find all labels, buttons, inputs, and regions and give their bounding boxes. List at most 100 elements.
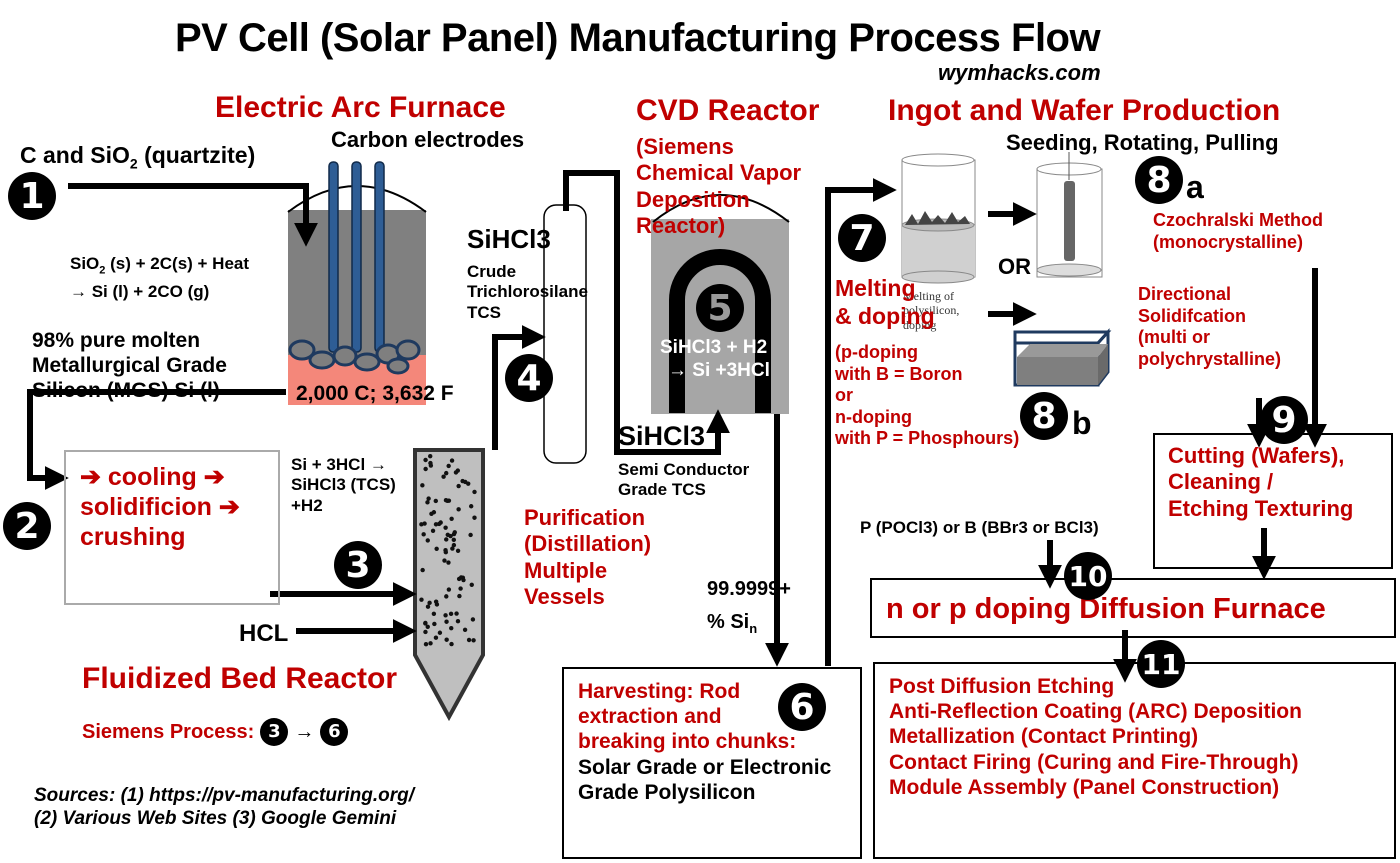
crude-tcs-line: Trichlorosilane bbox=[467, 282, 588, 302]
diffusion-label: n or p doping Diffusion Furnace bbox=[886, 593, 1326, 625]
cutting-line: Etching Texturing bbox=[1168, 495, 1354, 521]
czochralski-line: Czochralski Method bbox=[1153, 210, 1324, 230]
particle bbox=[444, 594, 449, 599]
step-3-badge: 3 bbox=[334, 541, 382, 589]
particle bbox=[468, 532, 473, 538]
fluidized-bed-graphic bbox=[413, 448, 485, 722]
final-step-line: Metallization (Contact Printing) bbox=[889, 725, 1199, 749]
particle bbox=[472, 515, 477, 520]
particle bbox=[422, 521, 427, 526]
purity-label-2: % Sin bbox=[707, 611, 758, 636]
source-line: Sources: (1) https://pv-manufacturing.or… bbox=[34, 785, 415, 806]
furnace-temperature: 2,000 C; 3,632 F bbox=[296, 382, 454, 405]
melting-line: & doping bbox=[835, 302, 935, 329]
doping-line: n-doping bbox=[835, 406, 912, 427]
siemens-text: Siemens Process: bbox=[82, 721, 255, 743]
step-7-badge: 7 bbox=[838, 214, 886, 262]
step-8a-letter: a bbox=[1186, 169, 1204, 205]
step-4-badge: 4 bbox=[505, 354, 553, 402]
ingot-heading: Ingot and Wafer Production bbox=[888, 94, 1281, 127]
particle bbox=[444, 637, 449, 642]
particle bbox=[423, 621, 428, 626]
arc-furnace-graphic bbox=[287, 161, 427, 405]
particle bbox=[425, 624, 430, 630]
particle bbox=[446, 463, 451, 469]
dopant-source-label: P (POCl3) or B (BBr3 or BCl3) bbox=[860, 518, 1099, 537]
step-8b-badge: 8 bbox=[1020, 392, 1068, 440]
siemens-process-label: Siemens Process: 3 → 6 bbox=[82, 718, 349, 746]
tcs-reaction: Si + 3HCl → SiHCl3 (TCS) +H2 bbox=[291, 455, 396, 516]
crude-tcs-line: Crude bbox=[467, 262, 517, 281]
particle bbox=[423, 466, 428, 472]
purification-line: (Distillation) bbox=[524, 531, 652, 557]
crucible-caption-line: polysilicon, bbox=[903, 303, 960, 318]
crucible-caption-line: doping bbox=[903, 317, 937, 332]
siemens-step-6-badge: 6 bbox=[320, 718, 349, 746]
final-step-line: Module Assembly (Panel Construction) bbox=[889, 775, 1280, 799]
particle bbox=[456, 507, 461, 512]
doping-line: (p-doping bbox=[835, 342, 918, 362]
arc-furnace-heading: Electric Arc Furnace bbox=[215, 91, 506, 124]
particle bbox=[443, 525, 448, 530]
source-line: (2) Various Web Sites (3) Google Gemini bbox=[34, 807, 397, 829]
particle bbox=[454, 611, 459, 616]
purity-label: 99.9999+ bbox=[707, 578, 791, 600]
particle bbox=[452, 530, 457, 535]
particle bbox=[449, 625, 454, 631]
purification-label: Purification (Distillation) Multiple Ves… bbox=[524, 505, 651, 611]
cooling-box bbox=[64, 450, 280, 605]
arc-reaction-line1: SiO2 (s) + 2C(s) + Heat bbox=[70, 254, 250, 277]
siemens-step-3-badge: 3 bbox=[260, 718, 289, 746]
cvd-sub-line: Reactor) bbox=[636, 213, 726, 239]
harvest-line: Solar Grade or Electronic bbox=[578, 755, 832, 779]
crude-tcs-heading: SiHCl3 bbox=[467, 224, 551, 254]
electrodes-label: Carbon electrodes bbox=[331, 127, 525, 152]
cooling-line: crushing bbox=[80, 523, 186, 551]
step-9-badge: 9 bbox=[1260, 396, 1308, 444]
particle bbox=[449, 458, 455, 463]
crucible-caption-line: Melting of bbox=[903, 289, 954, 303]
particle bbox=[428, 453, 433, 459]
particle bbox=[444, 537, 449, 542]
particle bbox=[433, 599, 439, 604]
tcs-reaction-line: SiHCl3 (TCS) bbox=[291, 475, 396, 495]
particle bbox=[463, 479, 468, 485]
melting-label: Melting & doping bbox=[835, 275, 935, 330]
particle bbox=[468, 504, 474, 509]
particle bbox=[457, 593, 462, 599]
final-steps-box bbox=[873, 662, 1396, 859]
final-step-line: Post Diffusion Etching bbox=[889, 675, 1115, 698]
purification-line: Purification bbox=[524, 505, 646, 530]
particle bbox=[470, 617, 476, 622]
arrow-harvest-to-melting bbox=[825, 178, 897, 666]
particle bbox=[427, 600, 432, 606]
particle bbox=[425, 604, 431, 609]
harvest-line: breaking into chunks: bbox=[578, 730, 797, 754]
mgs-line: 98% pure molten bbox=[32, 329, 201, 352]
particle bbox=[423, 642, 429, 647]
particle bbox=[455, 548, 461, 553]
particle bbox=[423, 457, 428, 463]
cvd-sub-line: Chemical Vapor bbox=[636, 160, 802, 186]
sg-tcs-line: Semi Conductor bbox=[618, 460, 750, 479]
particle bbox=[471, 638, 476, 643]
arrow-1-to-furnace bbox=[68, 183, 318, 247]
particle bbox=[448, 611, 454, 617]
flow-arrows bbox=[27, 170, 1327, 683]
cvd-heading: CVD Reactor bbox=[636, 94, 820, 127]
input-suffix: (quartzite) bbox=[137, 142, 256, 168]
site-credit: wymhacks.com bbox=[938, 60, 1101, 85]
step-11-badge: 11 bbox=[1137, 640, 1185, 688]
directional-solidification-graphic bbox=[1013, 328, 1112, 387]
harvest-text: Harvesting: Rod extraction and breaking … bbox=[578, 679, 831, 805]
step-1-badge: 1 bbox=[8, 172, 56, 220]
final-step-line: Anti-Reflection Coating (ARC) Deposition bbox=[889, 700, 1302, 724]
particle bbox=[442, 558, 447, 563]
page-title: PV Cell (Solar Panel) Manufacturing Proc… bbox=[175, 16, 1101, 60]
directional-line: Solidifcation bbox=[1138, 305, 1246, 326]
particle bbox=[449, 516, 454, 521]
tcs-reaction-line: Si + 3HCl → bbox=[291, 455, 387, 474]
doping-label: (p-doping with B = Boron or n-doping wit… bbox=[835, 342, 1019, 450]
cvd-sub-line: (Siemens bbox=[636, 134, 734, 159]
